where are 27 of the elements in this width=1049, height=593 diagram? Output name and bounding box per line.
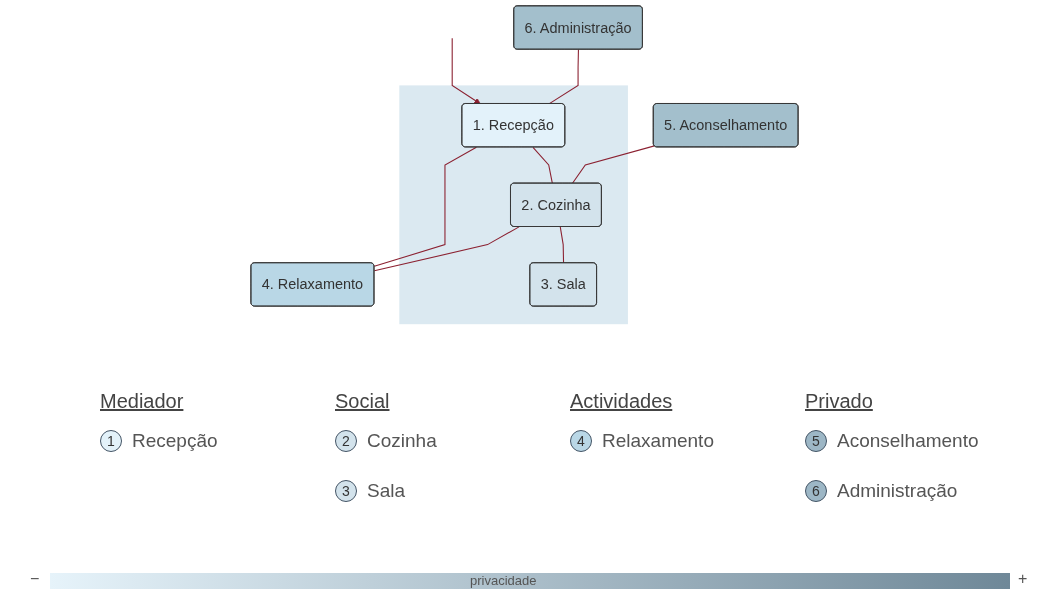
connector (548, 49, 579, 105)
legend-number-swatch: 1 (100, 430, 122, 452)
connector (532, 146, 553, 184)
connector (373, 226, 520, 272)
legend-number-swatch: 4 (570, 430, 592, 452)
legend-number-swatch: 5 (805, 430, 827, 452)
legend-number-swatch: 3 (335, 480, 357, 502)
legend-heading: Actividades (570, 390, 673, 413)
connector (373, 146, 477, 267)
connector (559, 226, 565, 264)
arrow (451, 37, 481, 105)
connector (571, 145, 655, 184)
legend-heading: Privado (805, 390, 873, 413)
scale-max-sign: + (1018, 570, 1028, 588)
scale-label: privacidade (470, 573, 537, 589)
legend-heading: Social (335, 390, 390, 413)
legend-text: Cozinha (367, 430, 437, 452)
legend-number-swatch: 6 (805, 480, 827, 502)
legend-text: Relaxamento (602, 430, 714, 452)
scale-min-sign: − (30, 570, 40, 588)
legend-number-swatch: 2 (335, 430, 357, 452)
legend-text: Sala (367, 480, 406, 502)
cluster (399, 85, 628, 325)
legend-text: Aconselhamento (837, 430, 979, 452)
legend-heading: Mediador (100, 390, 184, 413)
legend-text: Recepção (132, 430, 218, 452)
legend-text: Administração (837, 480, 958, 502)
